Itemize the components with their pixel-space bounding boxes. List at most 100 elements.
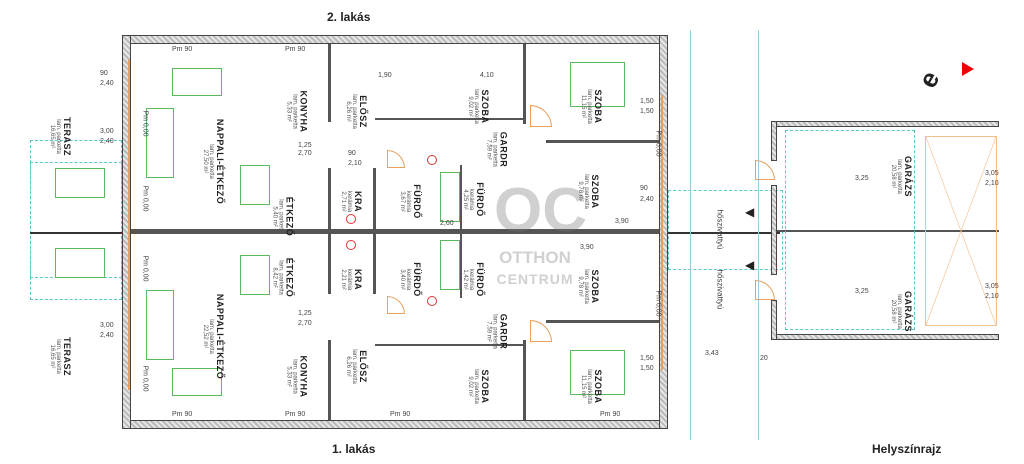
room-area: 20,58 m² bbox=[889, 164, 896, 189]
room-area: 9,78 m² bbox=[576, 276, 583, 297]
arrow-icon: ◀ bbox=[745, 205, 755, 219]
dimension-label: 1,50 bbox=[640, 365, 654, 372]
interior-wall bbox=[328, 340, 331, 420]
room-floor: lam. parketta bbox=[491, 132, 498, 167]
dimension-label: 2,40 bbox=[100, 332, 114, 339]
room-name: FÜRDŐ bbox=[474, 182, 485, 217]
room-area: 7,59 m² bbox=[484, 321, 491, 342]
interior-wall bbox=[523, 44, 526, 124]
dining-table bbox=[240, 255, 270, 295]
room-name: GARÁZS bbox=[903, 156, 914, 198]
watermark-line1: OTTHON bbox=[499, 248, 571, 267]
windows-east bbox=[661, 95, 663, 370]
dimension-label: 3,43 bbox=[705, 350, 719, 357]
windows-west bbox=[128, 60, 130, 390]
room-name: TERASZ bbox=[62, 117, 73, 157]
room-name: GARDR bbox=[498, 313, 509, 350]
garage-wall-west bbox=[771, 300, 777, 340]
dimension-label: 2,40 bbox=[100, 80, 114, 87]
dimension-label: Pm 90 bbox=[390, 411, 411, 418]
room-area: 9,02 m² bbox=[466, 376, 473, 397]
garage-wall-west bbox=[771, 121, 777, 161]
room-area: 9,78 m² bbox=[576, 181, 583, 202]
room-name: KONYHA bbox=[298, 355, 309, 398]
door-swing bbox=[755, 160, 775, 180]
dimension-label: Pm 0,00 bbox=[141, 110, 149, 137]
room-area: 2,21 m² bbox=[339, 269, 346, 290]
wall-north bbox=[122, 35, 668, 44]
terrace-table bbox=[55, 168, 105, 198]
dimension-label: 2,10 bbox=[348, 160, 362, 167]
garage-party-wall bbox=[777, 230, 999, 232]
room-floor: lam. parketta bbox=[350, 94, 357, 129]
room-area: 5,33 m² bbox=[285, 101, 292, 122]
north-marker-icon bbox=[962, 62, 974, 76]
interior-wall bbox=[328, 44, 331, 122]
dimension-label: Pm 90 bbox=[172, 411, 193, 418]
walkway bbox=[668, 190, 783, 270]
dimension-label: Pm 90 bbox=[285, 46, 306, 53]
dimension-label: Pm 0,00 bbox=[141, 255, 149, 282]
dimension-label: 3,05 bbox=[985, 283, 999, 290]
dining-table bbox=[240, 165, 270, 205]
room-name: NAPPALI-ÉTKEZŐ bbox=[215, 293, 226, 380]
dimension-label: 1,50 bbox=[640, 108, 654, 115]
room-floor: kerámia bbox=[346, 268, 353, 291]
wall-west bbox=[122, 35, 131, 429]
room-area: 6,26 m² bbox=[344, 101, 351, 122]
watermark-line2: CENTRUM bbox=[496, 271, 574, 287]
dimension-label: 20 bbox=[760, 355, 768, 362]
interior-wall bbox=[328, 234, 331, 294]
room-name: KONYHA bbox=[298, 90, 309, 133]
dimension-label: 2,60 bbox=[440, 220, 454, 227]
sofa bbox=[146, 108, 174, 178]
title-apartment-1: 1. lakás bbox=[332, 442, 376, 456]
room-name: NAPPALI-ÉTKEZŐ bbox=[215, 118, 226, 205]
sofa bbox=[172, 368, 222, 396]
room-area: 6,26 m² bbox=[344, 356, 351, 377]
wall-east bbox=[659, 35, 668, 429]
heat-pump-label: hőszivattyú bbox=[715, 209, 725, 250]
dimension-label: Pm 90 bbox=[600, 411, 621, 418]
interior-wall bbox=[373, 234, 376, 294]
garage-door-zone bbox=[925, 136, 997, 326]
interior-wall bbox=[328, 168, 331, 229]
room-name: SZOBA bbox=[589, 174, 600, 209]
dimension-label: 90 bbox=[100, 70, 108, 77]
room-area: 22,52 m² bbox=[201, 324, 208, 349]
room-name: ELŐSZ bbox=[357, 95, 368, 128]
room-name: ÉTKEZŐ bbox=[284, 257, 295, 298]
dimension-label: 90 bbox=[348, 150, 356, 157]
title-apartment-2: 2. lakás bbox=[327, 10, 371, 24]
room-floor: lam. parketta bbox=[585, 89, 592, 124]
dimension-label: 3,90 bbox=[615, 218, 629, 225]
room-name: KRA bbox=[353, 191, 364, 213]
boiler-icon bbox=[427, 296, 437, 306]
dimension-label: Pm 0,00 bbox=[141, 365, 149, 392]
room-floor: lam. parketta bbox=[582, 269, 589, 304]
terrace-table bbox=[55, 248, 105, 278]
room-area: 2,71 m² bbox=[339, 191, 346, 212]
dimension-label: 2,10 bbox=[985, 293, 999, 300]
room-floor: lam. parketta bbox=[896, 294, 903, 329]
interior-wall bbox=[523, 340, 526, 420]
interior-wall bbox=[460, 165, 462, 229]
room-area: 4,25 m² bbox=[461, 189, 468, 210]
door-swing bbox=[387, 296, 405, 314]
room-name: SZOBA bbox=[592, 89, 603, 124]
room-floor: lam. parketta bbox=[277, 260, 284, 295]
dimension-label: Pm 0,00 bbox=[654, 130, 662, 157]
room-name: SZOBA bbox=[479, 369, 490, 404]
room-floor: lam. parketta bbox=[582, 174, 589, 209]
dimension-label: 2,40 bbox=[100, 138, 114, 145]
